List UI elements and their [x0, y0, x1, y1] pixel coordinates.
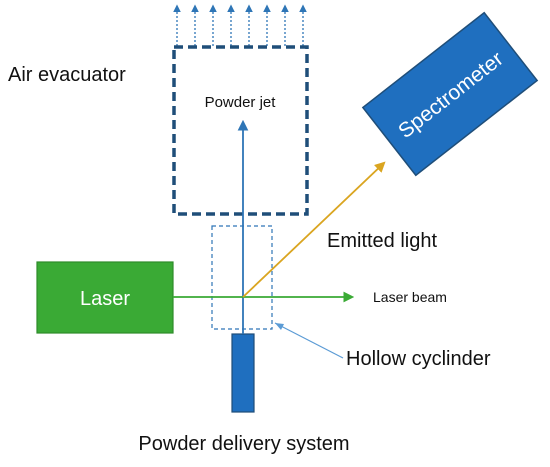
- powder-delivery-nozzle: [231, 333, 255, 413]
- laser-label: Laser: [80, 288, 130, 310]
- evacuation-arrows: [173, 4, 307, 46]
- emitted-light-arrow: [242, 161, 386, 298]
- hollow-cylinder-label: Hollow cyclinder: [346, 348, 491, 370]
- spectrometer-box: Spectrometer: [361, 11, 539, 177]
- laser-box: [36, 261, 174, 334]
- powder-jet-label: Powder jet: [205, 94, 277, 111]
- air-evacuator-box: [172, 45, 309, 216]
- emitted-light-label: Emitted light: [327, 230, 437, 252]
- hollow-cylinder-callout: [274, 322, 344, 359]
- spectrometer-rect: [361, 11, 539, 177]
- powder-delivery-label: Powder delivery system: [138, 433, 349, 455]
- air-evacuator-label: Air evacuator: [8, 64, 126, 86]
- hollow-cylinder-box: [211, 225, 273, 330]
- callout-arrowhead: [275, 323, 284, 330]
- laser-beam-label: Laser beam: [373, 289, 447, 305]
